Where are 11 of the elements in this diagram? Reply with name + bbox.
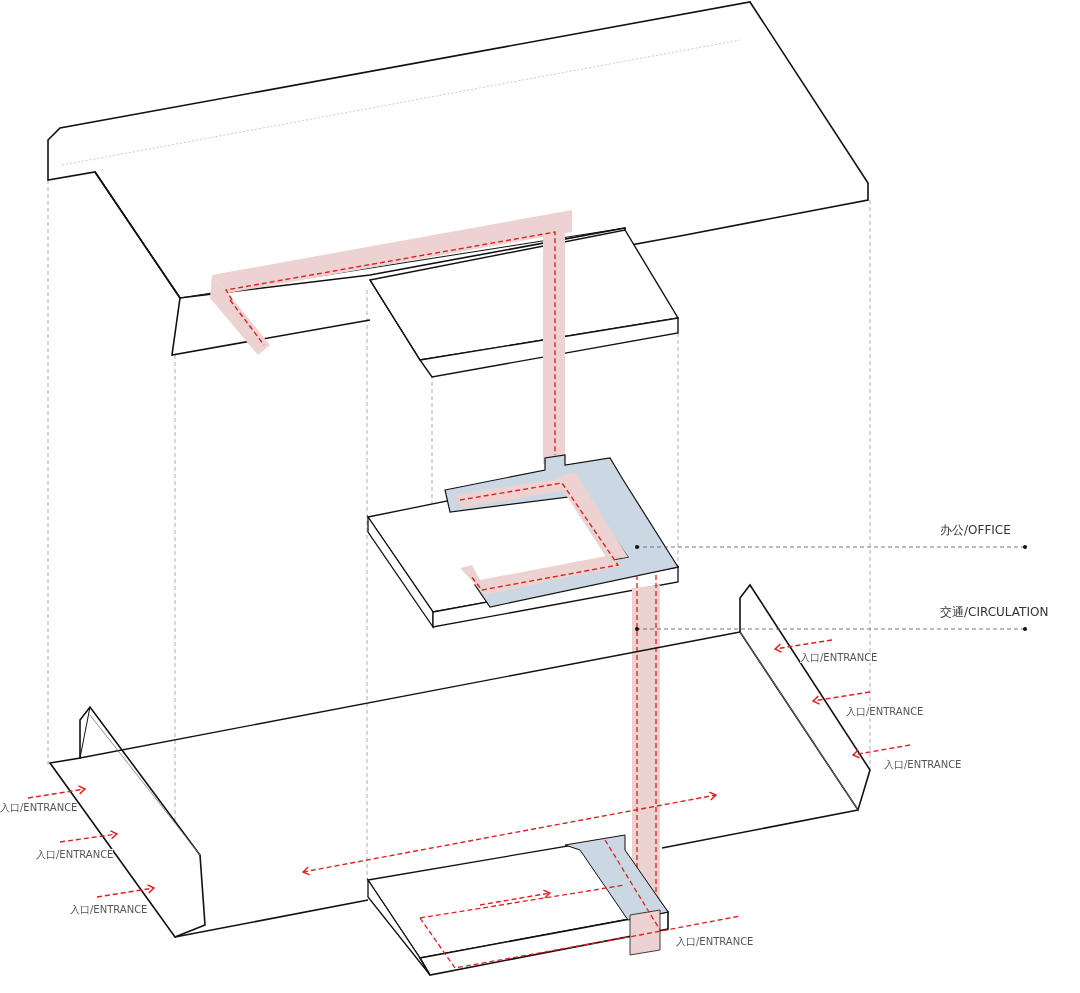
leader-line <box>635 545 1027 549</box>
leader-line <box>635 627 1027 631</box>
entrance-label: 入口/ENTRANCE <box>884 759 962 770</box>
entrance-label: 入口/ENTRANCE <box>846 706 924 717</box>
entrance-label: 入口/ENTRANCE <box>800 652 878 663</box>
callout-label: 交通/CIRCULATION <box>940 604 1049 621</box>
callout-label: 办公/OFFICE <box>940 522 1011 539</box>
entrance-label: 入口/ENTRANCE <box>0 802 78 813</box>
entrance-label: 入口/ENTRANCE <box>676 936 754 947</box>
entrance-label: 入口/ENTRANCE <box>70 904 148 915</box>
entrance-label: 入口/ENTRANCE <box>36 849 114 860</box>
